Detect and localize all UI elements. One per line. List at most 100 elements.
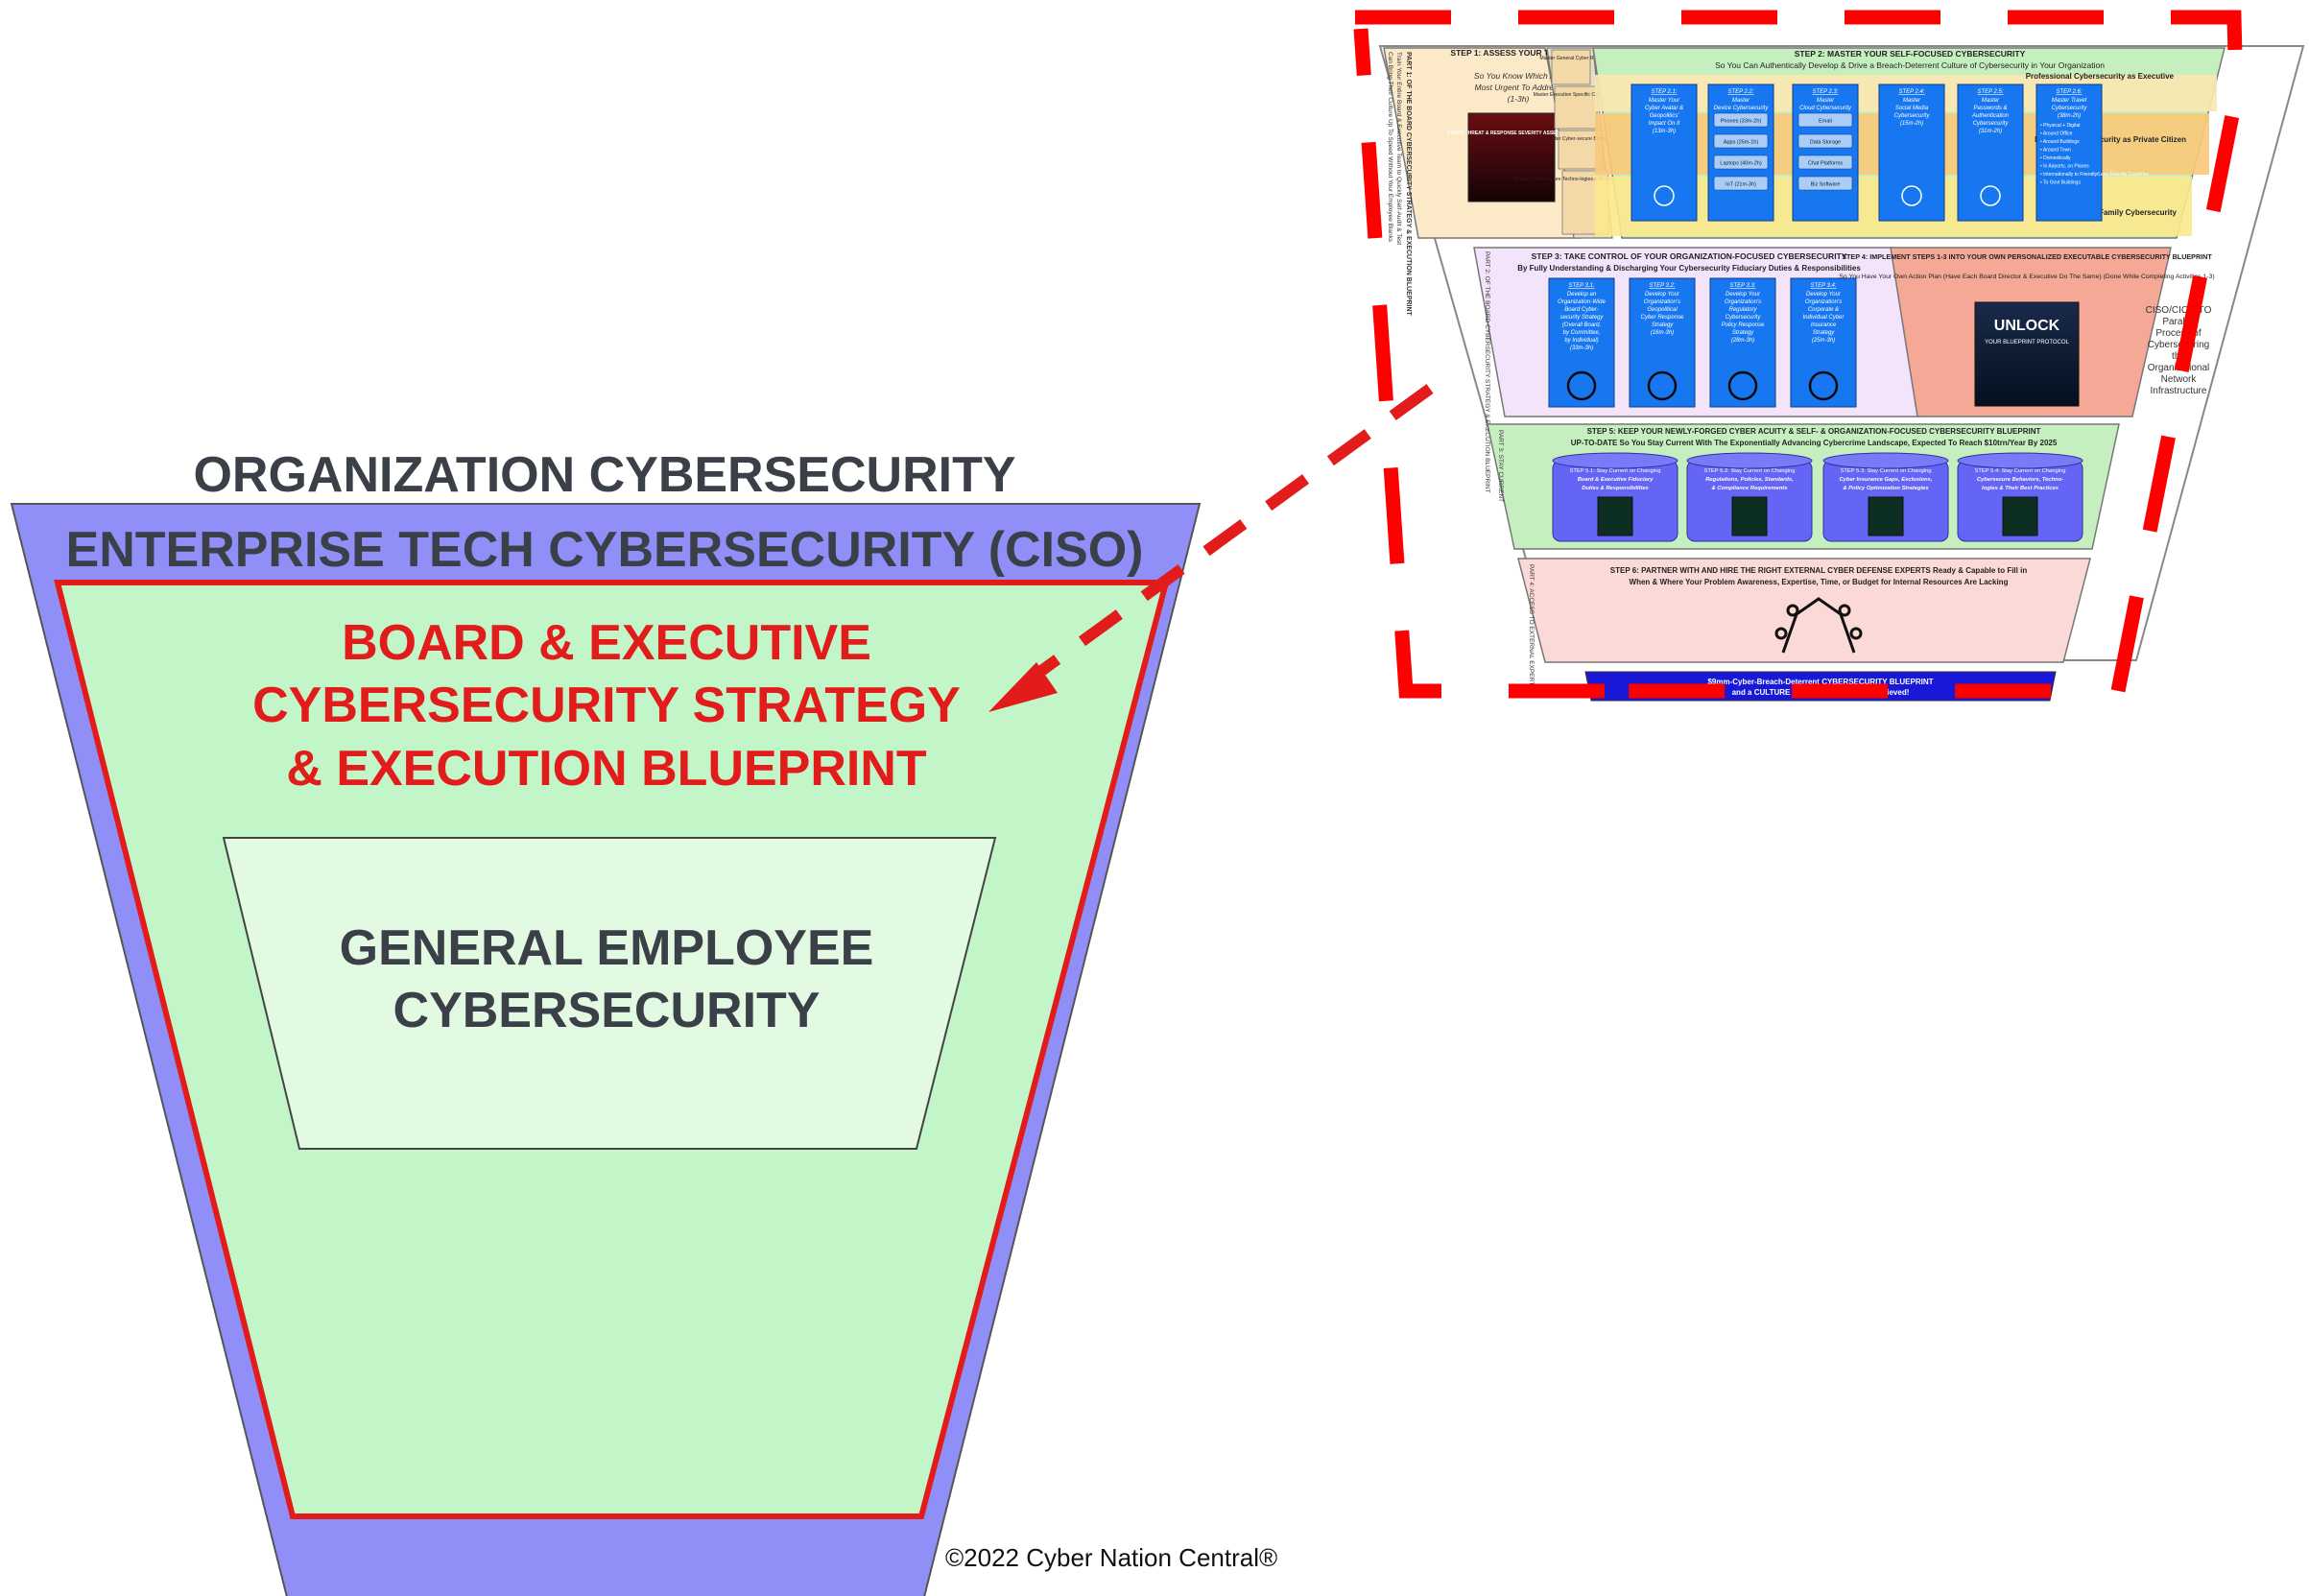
step2-card-text: Device Cybersecurity bbox=[1714, 106, 1770, 111]
step2-card-item: Laptops (40m-2h) bbox=[1720, 161, 1762, 167]
step3-card bbox=[1790, 277, 1857, 408]
board-title-line-2: CYBERSECURITY STRATEGY bbox=[252, 678, 961, 733]
step5-book-cover bbox=[2002, 496, 2038, 536]
master-tab-3: Master Cyber-secure Behaviors bbox=[1546, 136, 1616, 142]
employee-title-line-2: CYBERSECURITY bbox=[393, 983, 821, 1038]
step2-card-text: Cyber Avatar & bbox=[1645, 106, 1683, 111]
step5-card-top bbox=[1552, 452, 1678, 469]
step2-card-text: (38m-2h) bbox=[2058, 113, 2081, 119]
step2-card-item-box bbox=[1713, 112, 1769, 128]
step2-card-text: Master bbox=[1903, 98, 1921, 104]
step2-card-text: Cloud Cybersecurity bbox=[1799, 106, 1852, 111]
ciso-title: ENTERPRISE TECH CYBERSECURITY (CISO) bbox=[66, 522, 1144, 578]
master-tab-2: Master Executive Specific Cyber Risks bbox=[1534, 92, 1619, 98]
red-dashed-highlight bbox=[1353, 10, 2244, 699]
step2-card-item: Phones (33m-2h) bbox=[1721, 119, 1762, 125]
ciso-note-line: Infrastructure bbox=[2151, 386, 2207, 396]
step2-card bbox=[1792, 83, 1859, 222]
step2-card-item-box bbox=[1713, 155, 1769, 170]
step3-card-text: Cybersecurity bbox=[1726, 315, 1762, 321]
step3-card-text: by Committee, bbox=[1563, 330, 1601, 336]
ciso-note-line: Cybersecuring bbox=[2148, 340, 2209, 350]
step3-card-text: Organization's bbox=[1805, 299, 1842, 305]
step2-card-text: Cybersecurity bbox=[2052, 106, 2088, 111]
step3-card-text: (33m-3h) bbox=[1570, 345, 1593, 351]
step2-card-title: STEP 2.1: bbox=[1651, 89, 1677, 95]
step3-panel: STEP 3: TAKE CONTROL OF YOUR ORGANIZATIO… bbox=[1473, 247, 1920, 493]
step3-card-text: Cyber Response bbox=[1641, 315, 1684, 321]
part1-side-label-3: Can Bring Their Culture Up To Speed With… bbox=[1387, 52, 1393, 243]
step5-card-title: STEP 5.4: Stay Current on Changing bbox=[1975, 468, 2066, 474]
step5-card-top bbox=[1957, 452, 2083, 469]
step5-book-cover bbox=[1597, 496, 1633, 536]
step2-card-item-box bbox=[1797, 133, 1853, 149]
step5-card-text: Cyber Insurance Gaps, Exclusions, bbox=[1840, 477, 1933, 483]
step3-card-text: Develop an bbox=[1567, 292, 1597, 298]
arrow-head-icon bbox=[988, 662, 1058, 712]
step2-card-text: Social Media bbox=[1895, 106, 1929, 111]
step2-card-item-box bbox=[1713, 176, 1769, 191]
footer-line-1: $9mm-Cyber-Breach-Deterrent CYBERSECURIT… bbox=[1707, 678, 1933, 686]
step2-card-title: STEP 2.4: bbox=[1898, 89, 1924, 95]
step2-panel: STEP 2: MASTER YOUR SELF-FOCUSED CYBERSE… bbox=[1592, 47, 2226, 239]
step2-card-text: Master bbox=[1732, 98, 1750, 104]
step4-panel: STEP 4: IMPLEMENT STEPS 1-3 INTO YOUR OW… bbox=[1839, 247, 2215, 417]
master-tab-4: Master Cyber-secure Techno-logies & Best… bbox=[1514, 177, 1656, 182]
ciso-note-line: Process of bbox=[2155, 328, 2201, 339]
ciso-note-line: Network bbox=[2161, 374, 2198, 385]
step4-subtitle: So You Have Your Own Action Plan (Have E… bbox=[1839, 274, 2214, 280]
master-tab-1: Master General Cyber Risks bbox=[1539, 56, 1603, 61]
step2-card-item: • To Govt Buildings bbox=[2040, 180, 2081, 186]
step2-card-text: Authentication bbox=[1971, 113, 2010, 119]
step4-title: STEP 4: IMPLEMENT STEPS 1-3 INTO YOUR OW… bbox=[1842, 252, 2212, 261]
unlock-title: UNLOCK bbox=[1994, 318, 2060, 334]
step2-card-item: Data Storage bbox=[1810, 140, 1841, 146]
step5-card-title: STEP 5.1: Stay Current on Changing bbox=[1570, 468, 1661, 474]
unlock-subtitle: YOUR BLUEPRINT PROTOCOL bbox=[1985, 340, 2069, 345]
step2-card-title: STEP 2.5: bbox=[1977, 89, 2003, 95]
step3-card-text: Develop Your bbox=[1726, 292, 1761, 298]
step3-card-text: Board Cyber- bbox=[1564, 307, 1599, 313]
step3-card-text: Individual Cyber bbox=[1802, 315, 1845, 321]
step3-card-text: Develop Your bbox=[1645, 292, 1680, 298]
step2-card-text: Master Your bbox=[1649, 98, 1680, 104]
step5-card-text: Board & Executive Fiduciary bbox=[1578, 477, 1654, 483]
step3-cards: STEP 3.1:Develop anOrganization-WideBoar… bbox=[1548, 277, 1857, 408]
pointer-arrow bbox=[988, 384, 1434, 712]
step3-card-text: Regulatory bbox=[1728, 307, 1757, 313]
part4-side-label: PART 4: ACCESS TO EXTERNAL EXPERTISE bbox=[1528, 564, 1535, 696]
card-emblem-icon bbox=[1566, 370, 1597, 401]
step3-card-text: Organization's bbox=[1725, 299, 1761, 305]
step5-title: STEP 5: KEEP YOUR NEWLY-FORGED CYBER ACU… bbox=[1587, 427, 2041, 436]
step2-card-item: • Around Office bbox=[2040, 131, 2073, 137]
step2-card-item-box bbox=[1797, 176, 1853, 191]
band-family: Family Cybersecurity bbox=[2099, 208, 2177, 217]
part1-side-label: PART 1: OF THE BOARD CYBERSECURITY STRAT… bbox=[1405, 52, 1412, 317]
step2-card bbox=[1707, 83, 1774, 222]
unlock-book-cover bbox=[1974, 301, 2080, 407]
step1-book-cover bbox=[1467, 112, 1556, 202]
step2-card-item: Email bbox=[1819, 119, 1832, 125]
step1-line-3: (1-3h) bbox=[1508, 94, 1530, 104]
step3-card-text: Corporate & bbox=[1808, 307, 1839, 313]
step2-card-text: Passwords & bbox=[1973, 106, 2007, 111]
organization-cybersecurity-title: ORGANIZATION CYBERSECURITY bbox=[193, 447, 1015, 503]
step2-card-item: • Physical + Digital bbox=[2040, 123, 2080, 129]
step5-cards: STEP 5.1: Stay Current on ChangingBoard … bbox=[1552, 452, 2083, 542]
step3-card bbox=[1629, 277, 1696, 408]
step2-card-item-box bbox=[1713, 133, 1769, 149]
step5-card-text: logies & Their Best Practices bbox=[1982, 486, 2059, 491]
general-employee-shape bbox=[222, 837, 997, 1150]
step3-subtitle: By Fully Understanding & Discharging You… bbox=[1517, 264, 1861, 273]
step1-panel: STEP 1: ASSESS YOUR THREATS So You Know … bbox=[1383, 47, 1583, 317]
step3-card-text: (16m-3h) bbox=[1651, 330, 1674, 336]
step2-card-item: IoT (21m-3h) bbox=[1726, 182, 1756, 188]
step2-card-item: • In Airports, on Planes bbox=[2040, 164, 2089, 170]
step2-card-item-box bbox=[1797, 112, 1853, 128]
part3-side-label: PART 3: STAY CURRENT bbox=[1497, 430, 1504, 502]
step2-title: STEP 2: MASTER YOUR SELF-FOCUSED CYBERSE… bbox=[1795, 49, 2026, 59]
step2-card-title: STEP 2.2: bbox=[1727, 89, 1753, 95]
step2-card bbox=[2035, 83, 2103, 222]
globe-icon bbox=[1901, 185, 1922, 206]
